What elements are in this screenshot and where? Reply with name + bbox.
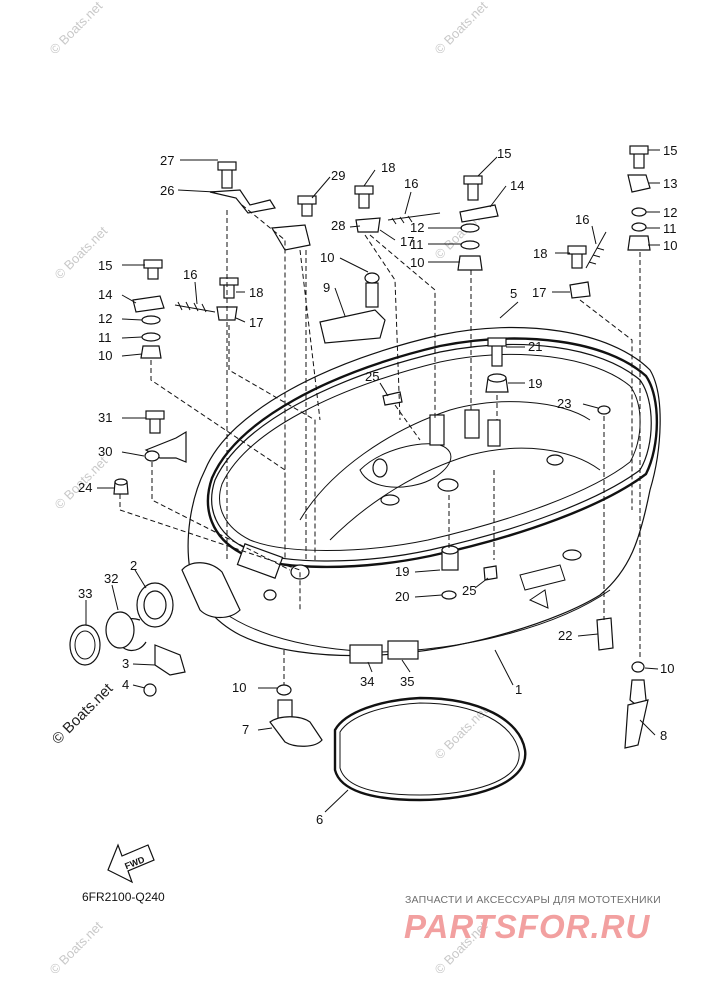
callout-label: 30 <box>98 444 112 459</box>
callout-label: 10 <box>660 661 674 676</box>
callout-label: 29 <box>331 168 345 183</box>
drawing-code: 6FR2100-Q240 <box>82 890 165 904</box>
callout-label: 5 <box>510 286 517 301</box>
bottom-cowling <box>187 326 661 664</box>
callout-label: 6 <box>316 812 323 827</box>
callout-label: 8 <box>660 728 667 743</box>
callout-label: 16 <box>575 212 589 227</box>
callout-label: 35 <box>400 674 414 689</box>
callout-labels: 27 26 29 28 18 16 17 15 14 12 11 10 15 1… <box>78 143 677 827</box>
callout-label: 25 <box>462 583 476 598</box>
callout-label: 4 <box>122 677 129 692</box>
callout-label: 34 <box>360 674 374 689</box>
callout-label: 1 <box>515 682 522 697</box>
callout-label: 17 <box>400 234 414 249</box>
callout-label: 10 <box>410 255 424 270</box>
callout-label: 13 <box>663 176 677 191</box>
grommet-assembly <box>69 562 241 697</box>
watermark-dark: © Boats.net <box>49 680 117 748</box>
callout-label: 11 <box>410 237 424 252</box>
brand-name: PARTSFOR.RU <box>404 908 650 944</box>
gasket-seal <box>333 696 527 802</box>
callout-leaders <box>85 149 660 813</box>
bracket-7 <box>269 684 323 747</box>
callout-label: 33 <box>78 586 92 601</box>
callout-label: 21 <box>528 339 542 354</box>
callout-label: 15 <box>497 146 511 161</box>
callout-label: 16 <box>183 267 197 282</box>
watermark: © Boats.net <box>47 918 106 977</box>
callout-label: 17 <box>532 285 546 300</box>
callout-label: 2 <box>130 558 137 573</box>
callout-label: 12 <box>98 311 112 326</box>
fwd-arrow-icon: FWD <box>107 843 155 884</box>
callout-label: 11 <box>98 330 112 345</box>
callout-label: 26 <box>160 183 174 198</box>
watermark: © Boats.net <box>432 703 491 762</box>
hardware-left <box>132 259 239 359</box>
callout-label: 32 <box>104 571 118 586</box>
callout-label: 15 <box>98 258 112 273</box>
callout-label: 10 <box>232 680 246 695</box>
brand-logo: PARTSFOR.RU <box>404 908 650 944</box>
watermark: © Boats.net <box>47 0 106 57</box>
callout-label: 12 <box>410 220 424 235</box>
callout-label: 19 <box>395 564 409 579</box>
brand-subtitle: ЗАПЧАСТИ И АКСЕССУАРЫ ДЛЯ МОТОТЕХНИКИ <box>405 894 661 906</box>
callout-label: 17 <box>249 315 263 330</box>
callout-label: 28 <box>331 218 345 233</box>
callout-label: 20 <box>395 589 409 604</box>
callout-label: 14 <box>510 178 524 193</box>
callout-label: 23 <box>557 396 571 411</box>
callout-label: 18 <box>381 160 395 175</box>
callout-label: 9 <box>323 280 330 295</box>
callout-label: 14 <box>98 287 112 302</box>
callout-label: 18 <box>533 246 547 261</box>
watermark: © Boats.net <box>52 223 111 282</box>
callout-label: 15 <box>663 143 677 158</box>
callout-label: 7 <box>242 722 249 737</box>
callout-label: 25 <box>365 369 379 384</box>
hardware-right <box>209 145 651 299</box>
callout-label: 31 <box>98 410 112 425</box>
callout-label: 19 <box>528 376 542 391</box>
callout-label: 18 <box>249 285 263 300</box>
callout-label: 16 <box>404 176 418 191</box>
callout-label: 27 <box>160 153 174 168</box>
callout-label: 3 <box>122 656 129 671</box>
bracket-9 <box>319 272 386 344</box>
callout-label: 11 <box>663 221 677 236</box>
callout-label: 24 <box>78 480 92 495</box>
callout-label: 12 <box>663 205 677 220</box>
callout-label: 10 <box>98 348 112 363</box>
watermark: © Boats.net <box>432 0 491 57</box>
dashed-leaders <box>119 204 641 685</box>
callout-label: 10 <box>663 238 677 253</box>
callout-label: 10 <box>320 250 334 265</box>
callout-label: 22 <box>558 628 572 643</box>
bracket-8 <box>624 661 649 749</box>
